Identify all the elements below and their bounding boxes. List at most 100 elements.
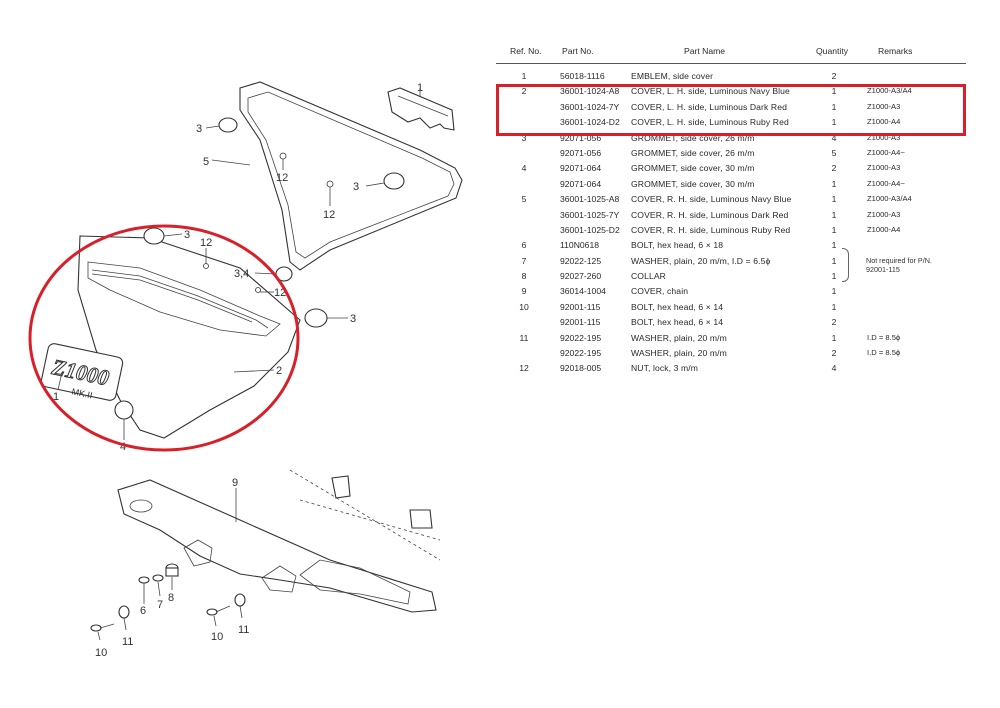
callout-1-left: 1: [53, 391, 59, 403]
washer-7: [152, 574, 164, 582]
cell-remarks: Z1000-A3/A4: [867, 86, 912, 96]
cell-remarks: Z1000-A4~: [867, 178, 905, 188]
collar-8: [165, 563, 179, 577]
callout-11-b: 11: [238, 624, 249, 636]
cell-part-no: 36014-1004: [560, 286, 606, 297]
cell-ref: 5: [521, 194, 527, 205]
header-qty: Quantity: [816, 46, 849, 56]
table-row: 36001-1025-7Y COVER, R. H. side, Luminous…: [496, 210, 966, 225]
cell-part-no: 92022-195: [560, 332, 602, 343]
cell-quantity: 1: [831, 332, 837, 343]
callout-3-a: 3: [196, 123, 202, 135]
cell-part-no: 56018-1116: [560, 71, 605, 81]
left-side-cover: [77, 235, 301, 439]
callout-10-b: 10: [211, 631, 223, 643]
cell-part-name: NUT, lock, 3 m/m: [631, 363, 699, 374]
note-text: Not required for P/N. 92001-115: [866, 256, 932, 274]
header-remarks: Remarks: [878, 46, 913, 56]
cell-ref: 1: [521, 71, 527, 81]
cell-part-no: 92071-056: [560, 132, 602, 143]
cell-ref: 6: [521, 240, 527, 251]
cell-remarks: Z1000-A3/A4: [867, 194, 912, 204]
callout-7: 7: [157, 599, 163, 611]
callout-1-top: 1: [417, 82, 423, 94]
cell-part-name: BOLT, hex head, 6 × 18: [631, 240, 724, 251]
cell-part-no: 36001-1025-7Y: [560, 209, 620, 220]
cell-remarks: Z1000-A3: [867, 101, 901, 111]
callout-3-b: 3: [353, 181, 359, 193]
cell-remarks: Z1000-A4~: [867, 147, 905, 157]
callout-8: 8: [168, 592, 174, 604]
cell-quantity: 1: [831, 255, 837, 266]
emblem-top: [387, 87, 455, 131]
cell-part-name: BOLT, hex head, 6 × 14: [631, 317, 724, 328]
highlight-circle: [28, 224, 300, 452]
washer-11-b: [234, 593, 246, 607]
cell-part-name: WASHER, plain, 20 m/m: [631, 332, 727, 343]
cell-quantity: 1: [831, 224, 837, 235]
cell-part-name: WASHER, plain, 20 m/m, I.D = 6.5ϕ: [631, 255, 771, 266]
cell-part-name: WASHER, plain, 20 m/m: [631, 348, 727, 359]
cell-remarks: Z1000-A3: [867, 209, 901, 219]
callout-11-a: 11: [122, 636, 133, 648]
cell-quantity: 1: [831, 271, 837, 282]
cell-quantity: 1: [831, 101, 837, 112]
callout-12-d: 12: [274, 287, 286, 299]
header-rule: [496, 63, 966, 64]
bracket: [331, 475, 433, 529]
bolt-10-b: [206, 605, 231, 616]
cell-quantity: 2: [831, 71, 837, 81]
svg-text:MK.II: MK.II: [71, 386, 94, 400]
cell-part-name: GROMMET, side cover, 26 m/m: [631, 147, 755, 158]
cell-ref: 2: [521, 86, 527, 97]
cell-quantity: 1: [831, 178, 837, 189]
cell-part-name: COVER, R. H. side, Luminous Ruby Red: [631, 224, 791, 235]
cell-part-name: GROMMET, side cover, 30 m/m: [631, 163, 755, 174]
cell-part-name: GROMMET, side cover, 30 m/m: [631, 178, 755, 189]
cell-ref: 3: [521, 132, 527, 143]
cell-quantity: 2: [831, 163, 837, 174]
cell-part-name: EMBLEM, side cover: [631, 71, 714, 81]
cell-part-name: BOLT, hex head, 6 × 14: [631, 301, 724, 312]
cell-ref: 12: [519, 363, 529, 374]
cell-part-name: COVER, R. H. side, Luminous Dark Red: [631, 209, 789, 220]
washer-11-a: [118, 605, 130, 619]
callout-12-a: 12: [276, 172, 288, 184]
cell-part-name: GROMMET, side cover, 26 m/m: [631, 132, 755, 143]
cell-quantity: 1: [831, 117, 837, 128]
cell-quantity: 1: [831, 286, 837, 297]
highlight-box: [496, 84, 966, 136]
cell-part-no: 36001-1024-7Y: [560, 101, 620, 112]
cell-part-no: 92022-195: [560, 348, 602, 359]
cell-quantity: 1: [831, 301, 837, 312]
callout-5: 5: [203, 156, 209, 168]
cell-part-name: COLLAR: [631, 271, 666, 282]
callout-12-b: 12: [323, 209, 335, 221]
callout-6: 6: [140, 605, 146, 617]
header-ref: Ref. No.: [510, 46, 542, 56]
cell-part-name: COVER, chain: [631, 286, 689, 297]
cell-quantity: 2: [831, 317, 837, 328]
right-side-cover: [239, 81, 463, 271]
cell-part-no: 92071-056: [560, 147, 602, 158]
cell-part-name: COVER, R. H. side, Luminous Navy Blue: [631, 194, 792, 205]
callout-3-d: 3: [350, 313, 356, 325]
table-row: 1 56018-1116 EMBLEM, side cover 2: [496, 71, 966, 86]
cell-ref: 8: [521, 271, 527, 282]
header-part: Part No.: [562, 46, 594, 56]
cell-quantity: 1: [831, 194, 837, 205]
cell-remarks: I.D = 8.5ϕ: [867, 332, 901, 342]
callout-3-c: 3: [184, 229, 190, 241]
cell-part-no: 110N0618: [560, 240, 600, 251]
